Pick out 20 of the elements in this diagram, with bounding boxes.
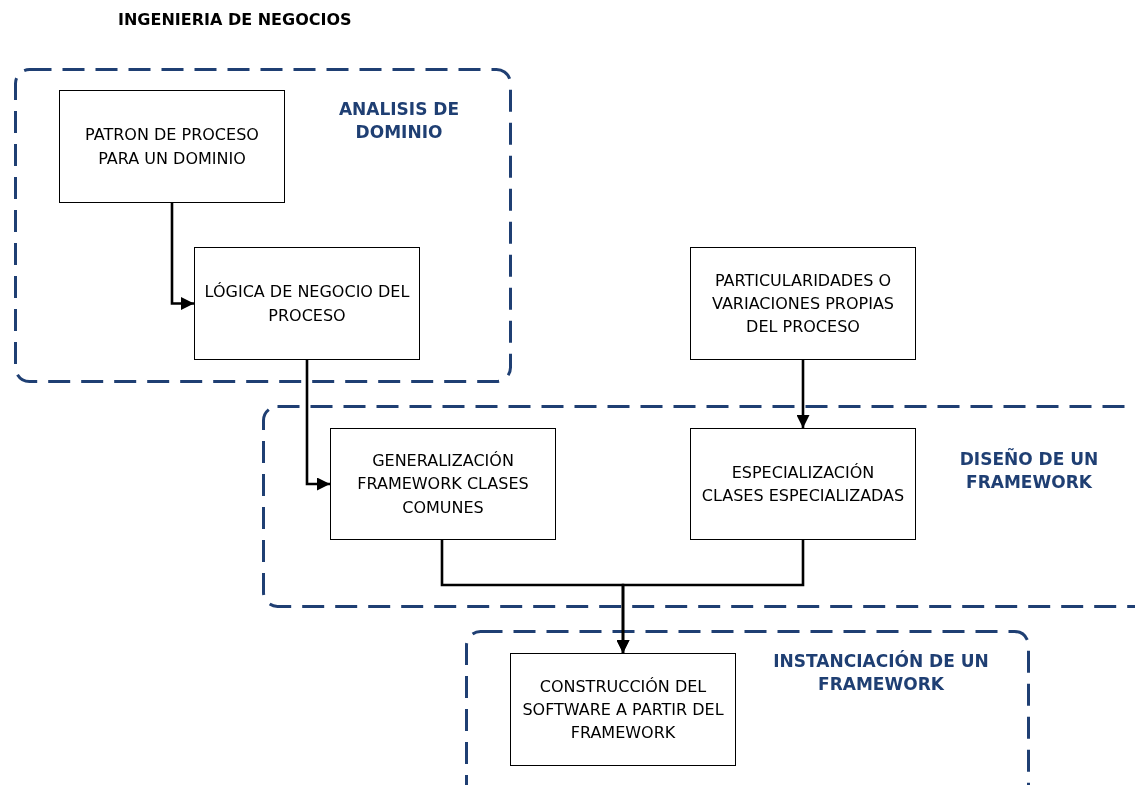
group-heading: ANALISIS DE DOMINIO (337, 98, 461, 144)
box-label: PARTICULARIDADES O VARIACIONES PROPIAS DEL PROCESO (711, 269, 895, 339)
box-label: CONSTRUCCIÓN DEL SOFTWARE A PARTIR DEL FRAMEWORK (521, 675, 725, 745)
process-box (330, 428, 556, 540)
process-box (194, 247, 420, 360)
diagram-title: INGENIERIA DE NEGOCIOS (118, 10, 352, 29)
box-label: ESPECIALIZACIÓN CLASES ESPECIALIZADAS (700, 461, 906, 507)
process-box (59, 90, 285, 203)
arrow (170, 203, 194, 310)
process-box (510, 653, 736, 766)
group-heading: INSTANCIACIÓN DE UN FRAMEWORK (772, 650, 990, 696)
box-label: PATRON DE PROCESO PARA UN DOMINIO (84, 124, 260, 170)
arrow (616, 540, 805, 653)
box-label: GENERALIZACIÓN FRAMEWORK CLASES COMUNES (356, 450, 530, 519)
arrow (305, 360, 330, 491)
process-box (690, 247, 916, 360)
process-box (690, 428, 916, 540)
box-label: LÓGICA DE NEGOCIO DEL PROCESO (203, 281, 411, 327)
group-heading: DISEÑO DE UN FRAMEWORK (958, 448, 1100, 494)
arrow (796, 360, 810, 428)
